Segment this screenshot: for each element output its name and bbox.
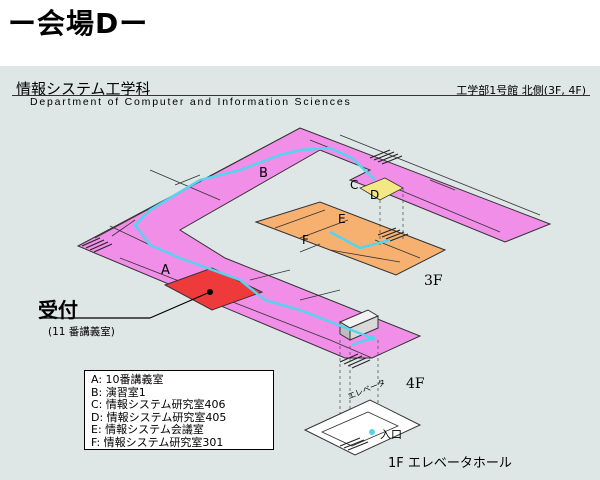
legend-item-d: D: 情報システム研究室405 — [91, 410, 227, 424]
floor-4f-label: 4F — [406, 376, 425, 392]
floor-4f-walls — [94, 127, 541, 359]
department-name-ja: 情報システム工学科 — [16, 80, 151, 98]
room-b-label: B — [259, 166, 268, 181]
department-name-en: Department of Computer and Information S… — [30, 96, 352, 108]
legend-item-c: C: 情報システム研究室406 — [91, 398, 226, 411]
legend-item-a: A: 10番講義室 — [91, 373, 164, 386]
reception-label: 受付 — [38, 298, 78, 322]
room-e-label: E — [338, 212, 346, 226]
page-title: ー会場Dー — [8, 7, 149, 40]
elevator-shaft — [339, 188, 404, 425]
floor-1f-slab — [303, 399, 422, 456]
route-path — [133, 146, 391, 347]
room-f-label: F — [302, 233, 309, 247]
room-a-label: A — [161, 263, 170, 278]
entrance-marker — [369, 429, 375, 435]
stairs-3f — [377, 227, 409, 242]
room-legend: A: 10番講義室 B: 演習室1 C: 情報システム研究室406 D: 情報シ… — [84, 370, 274, 450]
legend-item-b: B: 演習室1 — [91, 385, 146, 399]
reception-sublabel: (11 番講義室) — [48, 326, 115, 338]
stairs-4f — [81, 149, 403, 369]
entrance-label: 入口 — [380, 428, 402, 441]
floor-3f-label: 3F — [424, 273, 443, 289]
legend-item-e: E: 情報システム会議室 — [91, 423, 204, 436]
legend-item-f: F: 情報システム研究室301 — [91, 435, 224, 449]
floor-1f-label: 1F エレベータホール — [388, 456, 512, 471]
floor-3f-slab — [254, 201, 447, 276]
header-rule — [12, 95, 590, 96]
stairs-1f — [339, 437, 369, 451]
room-c-label: C — [350, 178, 359, 192]
room-d-label: D — [370, 188, 380, 202]
building-label: 工学部1号館 北側(3F, 4F) — [456, 84, 586, 97]
reception-room — [163, 267, 264, 311]
